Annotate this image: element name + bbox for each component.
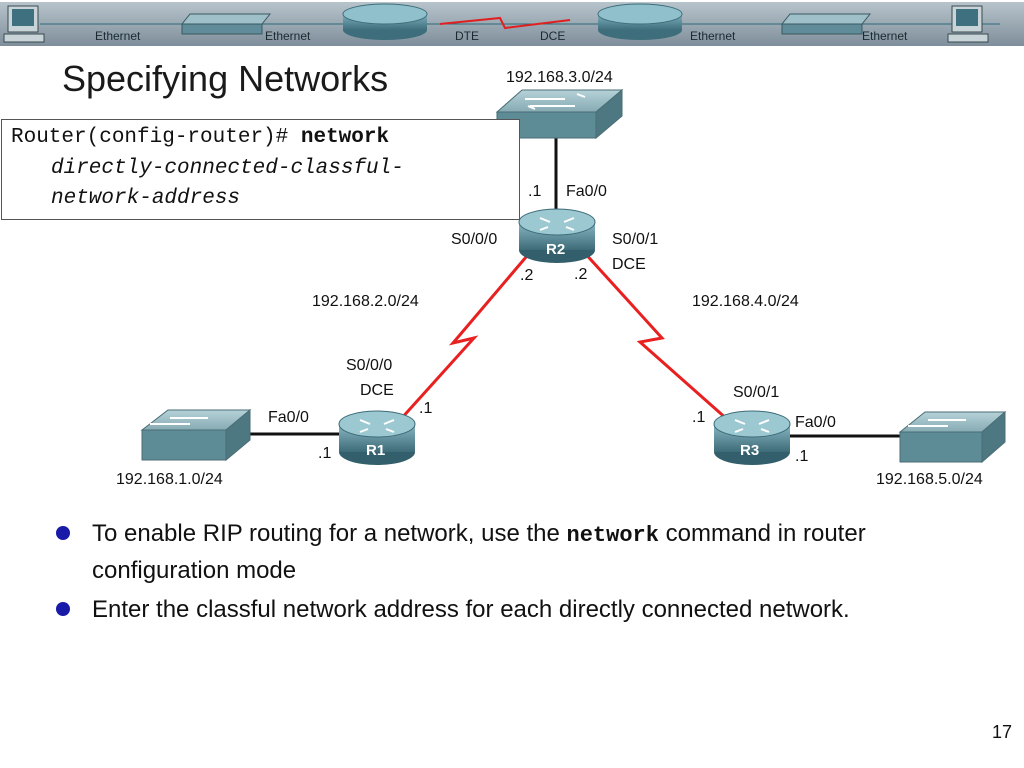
banner-label: DTE [455,29,479,43]
ip-label: .2 [520,267,533,284]
banner-label: Ethernet [95,29,141,43]
banner-label: Ethernet [690,29,736,43]
interface-label: Fa0/0 [268,409,309,426]
interface-label: S0/0/0 [346,357,392,374]
banner-label: DCE [540,29,565,43]
ip-label: .1 [692,409,705,426]
router-r3: R3 [713,410,791,465]
bullet-text: To enable RIP routing for a network, use… [92,520,567,547]
serial-link-r2-r3 [580,248,729,422]
interface-label: Fa0/0 [795,414,836,431]
dce-label: DCE [612,256,646,273]
bullet-keyword: network [566,523,659,548]
network-label: 192.168.5.0/24 [876,471,983,488]
router-r1: R1 [338,410,416,465]
router-label: R1 [366,442,385,459]
pc-icon [3,5,45,43]
interface-label: S0/0/1 [733,384,779,401]
router-label: R2 [546,241,565,258]
ethernet-dte-dce-banner: Ethernet Ethernet DTE DCE Ethernet Ether… [0,2,1024,46]
command-keyword: network [300,126,390,149]
network-label: 192.168.2.0/24 [312,293,419,310]
banner-label: Ethernet [862,29,908,43]
router-label: R3 [740,442,759,459]
pc-icon [947,5,989,43]
ip-label: .1 [318,445,331,462]
interface-label: S0/0/1 [612,231,658,248]
bullet-icon [56,602,70,616]
interface-label: S0/0/0 [451,231,497,248]
network-label: 192.168.4.0/24 [692,293,799,310]
router-icon [597,3,683,40]
ip-label: .1 [795,448,808,465]
bullet-icon [56,526,70,540]
dce-label: DCE [360,382,394,399]
switch-icon [140,408,252,462]
command-argument: network-address [51,187,241,210]
serial-link-r1-r2 [398,249,534,422]
page-number: 17 [992,722,1013,742]
command-line: Router(config-router)# network [11,126,389,149]
bullet-item: Enter the classful network address for e… [56,592,976,627]
router-r2: R2 [518,208,596,263]
switch-icon [780,13,872,35]
bullet-list: To enable RIP routing for a network, use… [56,516,976,631]
command-argument: directly-connected-classful- [51,157,404,180]
bullet-text: Enter the classful network address for e… [92,596,850,623]
bullet-text: command in router configuration mode [92,520,866,584]
bullet-item: To enable RIP routing for a network, use… [56,516,976,588]
switch-icon [180,13,272,35]
command-syntax-box: Router(config-router)# network directly-… [1,119,520,220]
ip-label: .1 [528,183,541,200]
interface-label: Fa0/0 [566,183,607,200]
serial-link-icon [439,16,571,30]
network-label: 192.168.3.0/24 [506,69,613,86]
slide-title: Specifying Networks [62,58,389,99]
network-label: 192.168.1.0/24 [116,471,223,488]
switch-icon [898,410,1007,464]
ip-label: .2 [574,266,587,283]
ip-label: .1 [419,400,432,417]
router-icon [342,3,428,40]
command-prompt: Router(config-router)# [11,126,301,149]
banner-label: Ethernet [265,29,311,43]
